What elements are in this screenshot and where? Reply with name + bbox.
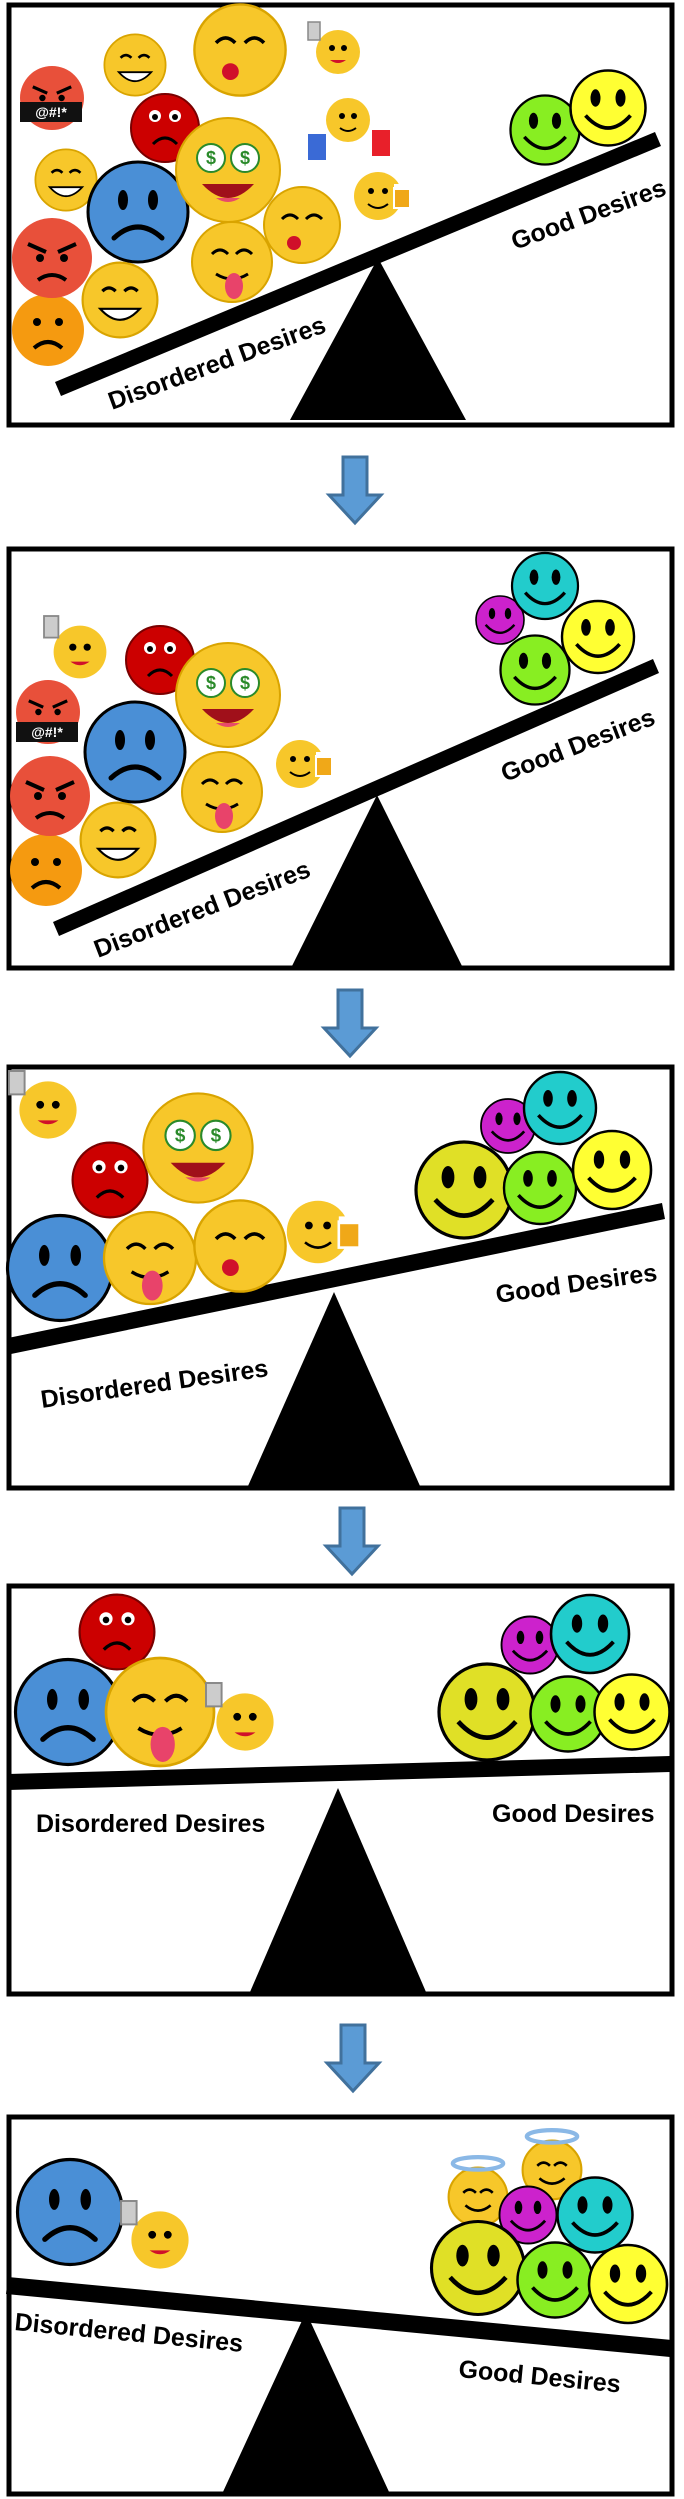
panel-4: Disordered Desires Good Desires xyxy=(6,1583,675,1997)
panel-1: @#!* Disordered Desires Good Desires xyxy=(6,2,675,428)
yawning-face-icon xyxy=(192,2,288,98)
sad-face-icon xyxy=(85,702,185,802)
tongue-face-icon xyxy=(180,750,264,834)
cyan-smiley-icon xyxy=(522,1070,598,1146)
disordered-desires-pile: @#!* xyxy=(8,615,333,908)
olive-smiley-icon xyxy=(432,2222,525,2315)
angry-face-icon xyxy=(8,754,92,838)
kissing-face-icon xyxy=(192,1198,288,1294)
arrow-down-3 xyxy=(324,1506,380,1576)
money-face-icon xyxy=(175,642,281,748)
seesaw-beam xyxy=(55,132,661,396)
seesaw-beam xyxy=(6,2277,672,2357)
seesaw-beam xyxy=(53,659,659,936)
swearing-face-icon: @#!* xyxy=(18,64,86,132)
disordered-desires-pile: @#!* xyxy=(10,2,411,368)
angry-face-icon xyxy=(10,216,94,300)
panel-5: Disordered Desires Good Desires xyxy=(6,2114,675,2497)
money-face-icon xyxy=(175,117,281,223)
fulcrum xyxy=(250,1788,426,1992)
fulcrum xyxy=(222,2312,390,2494)
disordered-desires-label: Disordered Desires xyxy=(36,1810,265,1838)
seesaw-beam xyxy=(8,1756,670,1790)
cyan-smiley-icon xyxy=(549,1593,631,1675)
panel-2: @#!* Disordered Desires Good Desires xyxy=(6,546,675,971)
arrow-down-1 xyxy=(327,455,383,525)
arrow-down-2 xyxy=(322,988,378,1058)
swearing-face-icon: @#!* xyxy=(14,678,82,746)
good-desires-label: Good Desires xyxy=(492,1800,655,1828)
swear-badge: @#!* xyxy=(35,104,67,120)
tongue-face-icon xyxy=(102,1210,198,1306)
seesaw-beam xyxy=(8,1203,665,1354)
yellow-smiley-icon xyxy=(587,2243,669,2325)
laughing-face-icon xyxy=(80,260,160,340)
green-smiley-icon xyxy=(498,633,572,707)
green-smiley-icon xyxy=(502,1150,578,1226)
money-face-icon xyxy=(142,1092,254,1204)
yellow-smiley-icon xyxy=(568,68,648,148)
panel-3: Disordered Desires Good Desires xyxy=(8,1064,675,1491)
olive-smiley-icon xyxy=(416,1142,512,1238)
sad-face-icon xyxy=(8,1216,113,1321)
cyan-smiley-icon xyxy=(555,2175,635,2255)
yellow-smiley-icon xyxy=(560,599,636,675)
winking-face-icon xyxy=(103,33,167,97)
fulcrum xyxy=(290,258,466,420)
sad-face-icon xyxy=(88,162,188,262)
olive-smiley-icon xyxy=(439,1664,535,1760)
laughing-face-icon xyxy=(78,800,158,880)
tongue-face-icon xyxy=(190,220,274,304)
green-smiley-icon xyxy=(515,2240,595,2320)
kissing-face-icon xyxy=(262,185,342,265)
nerd-face-icon xyxy=(34,148,98,212)
fulcrum xyxy=(248,1292,420,1486)
cyan-smiley-icon xyxy=(510,551,580,621)
swear-badge: @#!* xyxy=(31,724,63,740)
pouting-icon xyxy=(8,832,84,908)
fulcrum xyxy=(292,795,462,966)
red-face-icon xyxy=(70,1140,150,1220)
sad-face-icon xyxy=(18,2160,123,2265)
green-smiley-icon xyxy=(508,93,582,167)
yellow-smiley-icon xyxy=(571,1129,653,1211)
arrow-down-4 xyxy=(325,2023,381,2093)
red-face-icon xyxy=(77,1592,157,1672)
magenta-smiley-icon xyxy=(500,1615,560,1675)
pouting-icon xyxy=(10,292,86,368)
tongue-face-icon xyxy=(106,1658,214,1766)
yellow-smiley-icon xyxy=(592,1672,672,1752)
